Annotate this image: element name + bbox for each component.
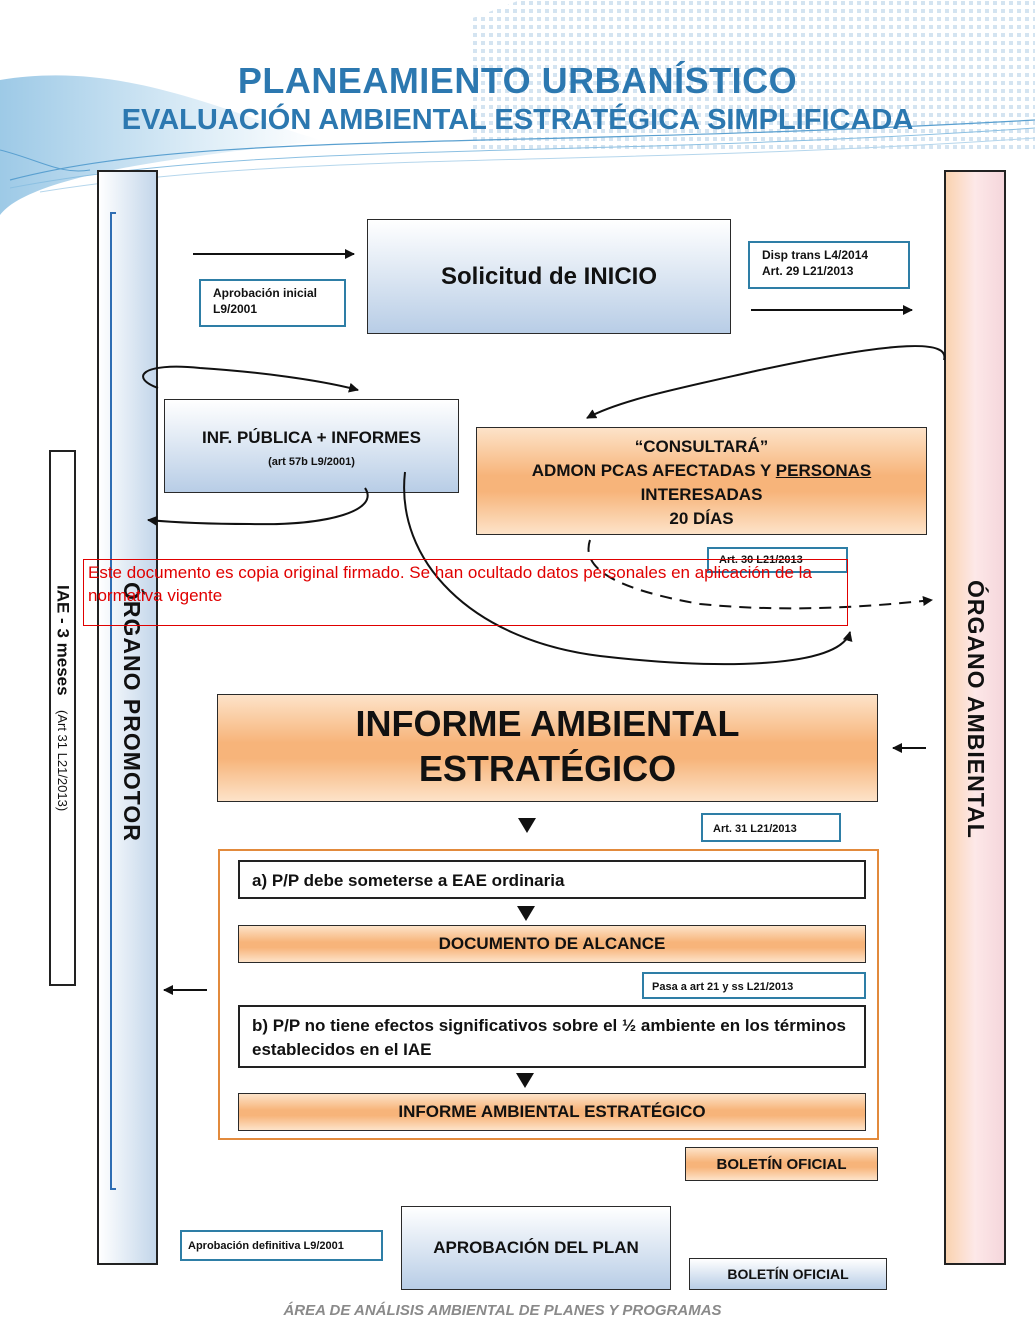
consultara-box: “CONSULTARÁ” ADMON PCAS AFECTADAS Y PERS… <box>476 427 927 535</box>
documento-alcance-box: DOCUMENTO DE ALCANCE <box>238 925 866 963</box>
solicitud-inicio-box: Solicitud de INICIO <box>367 219 731 334</box>
curve-to-inf-publica <box>142 365 359 393</box>
informe-ambiental-line-1: INFORME AMBIENTAL <box>355 703 740 744</box>
consultara-line-2b: PERSONAS <box>775 461 872 480</box>
note-art31-text: Art. 31 L21/2013 <box>713 823 797 835</box>
inf-publica-title: INF. PÚBLICA + INFORMES <box>202 428 421 447</box>
triangle-down-1 <box>518 818 536 833</box>
note-aprobacion-inicial-text: Aprobación inicial L9/2001 <box>213 286 318 316</box>
iae-ref-text: (Art 31 L21/2013) <box>55 709 70 811</box>
option-b-text: b) P/P no tiene efectos significativos s… <box>252 1016 846 1059</box>
title-line-2: EVALUACIÓN AMBIENTAL ESTRATÉGICA SIMPLIF… <box>121 104 914 136</box>
note-aprobacion-definitiva-text: Aprobación definitiva L9/2001 <box>188 1240 344 1252</box>
note-pasa-art21-text: Pasa a art 21 y ss L21/2013 <box>652 981 794 993</box>
title-line-1: PLANEAMIENTO URBANÍSTICO <box>237 60 798 101</box>
inf-publica-box: INF. PÚBLICA + INFORMES (art 57b L9/2001… <box>164 399 459 493</box>
consultara-line-2a: ADMON PCAS AFECTADAS Y <box>531 461 776 480</box>
boletin-oficial-2-text: BOLETÍN OFICIAL <box>727 1266 849 1282</box>
footer-text: ÁREA DE ANÁLISIS AMBIENTAL DE PLANES Y P… <box>283 1302 722 1319</box>
note-pasa-art21: Pasa a art 21 y ss L21/2013 <box>642 972 866 999</box>
aprobacion-plan-text: APROBACIÓN DEL PLAN <box>433 1238 639 1257</box>
boletin-oficial-1-box: BOLETÍN OFICIAL <box>685 1147 878 1181</box>
consultara-line-2: ADMON PCAS AFECTADAS Y PERSONAS <box>477 459 926 483</box>
boletin-oficial-2-box: BOLETÍN OFICIAL <box>689 1258 887 1290</box>
note-disp-trans: Disp trans L4/2014 Art. 29 L21/2013 <box>748 241 910 289</box>
inf-publica-ref: (art 57b L9/2001) <box>268 456 355 468</box>
informe-small-text: INFORME AMBIENTAL ESTRATÉGICO <box>398 1102 706 1121</box>
iae-label: IAE - 3 meses (Art 31 L21/2013) <box>49 585 76 811</box>
note-aprobacion-inicial: Aprobación inicial L9/2001 <box>199 279 346 327</box>
option-a-box: a) P/P debe someterse a EAE ordinaria <box>238 860 866 899</box>
signature-stamp-text: Este documento es copia original firmado… <box>88 563 812 605</box>
organo-promotor-bar <box>97 170 158 1265</box>
informe-ambiental-line-2: ESTRATÉGICO <box>418 748 677 789</box>
solicitud-inicio-text: Solicitud de INICIO <box>440 262 657 290</box>
iae-box <box>49 450 76 986</box>
promotor-bracket <box>110 212 116 1190</box>
organo-ambiental-bar <box>944 170 1006 1265</box>
informe-ambiental-box: INFORME AMBIENTAL ESTRATÉGICO <box>217 694 878 802</box>
organo-ambiental-label: ÓRGANO AMBIENTAL <box>963 580 989 839</box>
iae-main-text: IAE - 3 meses <box>53 585 73 696</box>
consultara-line-1: “CONSULTARÁ” <box>634 437 769 456</box>
note-disp-trans-line1: Disp trans L4/2014 <box>762 248 869 262</box>
curve-ambiental-to-consultara <box>586 345 946 419</box>
consultara-line-4: 20 DÍAS <box>669 509 734 528</box>
informe-small-box: INFORME AMBIENTAL ESTRATÉGICO <box>238 1093 866 1131</box>
documento-alcance-text: DOCUMENTO DE ALCANCE <box>438 934 666 953</box>
options-container <box>218 849 879 1140</box>
aprobacion-plan-box: APROBACIÓN DEL PLAN <box>401 1206 671 1290</box>
signature-stamp: Este documento es copia original firmado… <box>83 559 848 626</box>
consultara-line-3: INTERESADAS <box>640 485 763 504</box>
option-b-box: b) P/P no tiene efectos significativos s… <box>238 1005 866 1068</box>
note-aprobacion-definitiva: Aprobación definitiva L9/2001 <box>180 1230 383 1261</box>
boletin-oficial-1-text: BOLETÍN OFICIAL <box>716 1155 847 1173</box>
curve-inf-publica-to-promotor <box>147 487 369 526</box>
option-a-text: a) P/P debe someterse a EAE ordinaria <box>252 871 565 890</box>
note-disp-trans-line2: Art. 29 L21/2013 <box>762 264 854 278</box>
note-art31: Art. 31 L21/2013 <box>701 813 841 842</box>
